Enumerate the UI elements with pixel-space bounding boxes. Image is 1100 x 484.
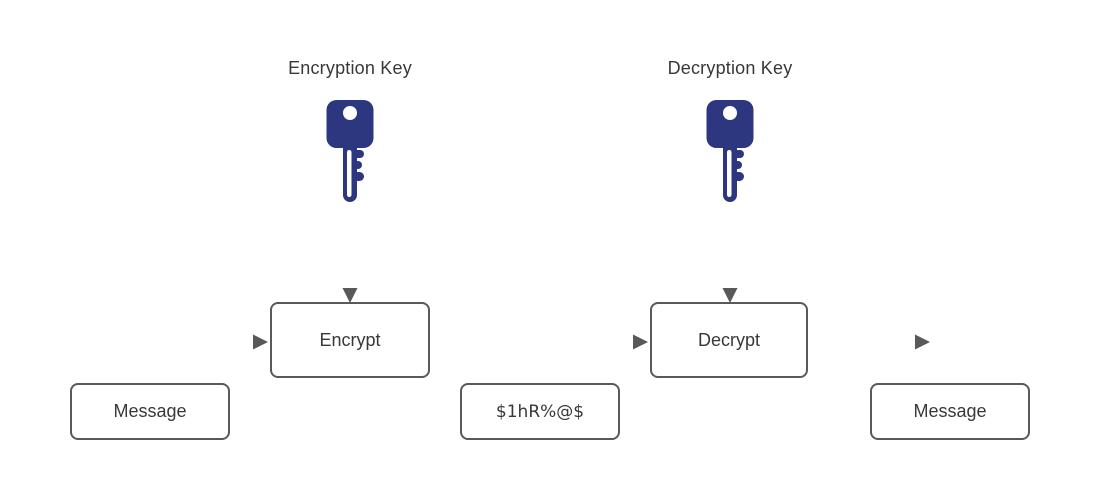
arrowhead-into-encrypt [253, 334, 268, 350]
arrowhead-key-to-encrypt [342, 288, 358, 303]
arrowhead-encrypt-to-decrypt [633, 334, 648, 350]
key-icon [706, 100, 754, 202]
decryption-key-label: Decryption Key [667, 58, 793, 78]
input-message-box: Message [70, 383, 230, 440]
arrowhead-key-to-decrypt [722, 288, 738, 303]
encryption-key-label: Encryption Key [288, 58, 412, 78]
key-icon [326, 100, 374, 202]
encrypt-box: Encrypt [270, 302, 430, 378]
ciphertext-box: $1hR%@$ [460, 383, 620, 440]
arrowhead-out-of-decrypt [915, 334, 930, 350]
decrypt-box: Decrypt [650, 302, 808, 378]
output-message-box: Message [870, 383, 1030, 440]
